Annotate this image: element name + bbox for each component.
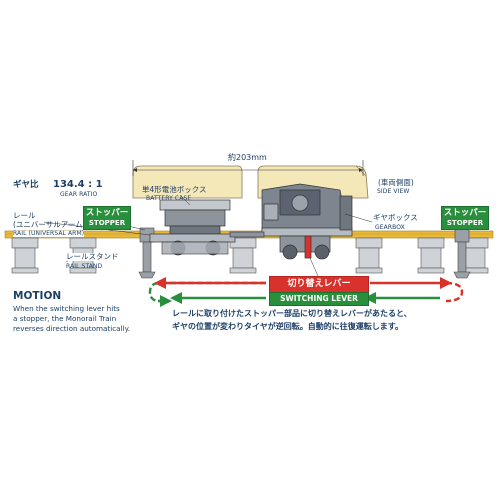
battery-case-part [149,199,236,256]
switching-lever-label-en: SWITCHING LEVER [269,292,369,306]
stopper-left-tag: ストッパー STOPPER [83,206,131,230]
gearbox-label-en: GEARBOX [375,224,405,231]
rail-stand-label-en: RAIL STAND [66,263,103,270]
rail-stand [355,237,383,274]
rail-stand [417,237,445,274]
rail-stand [11,237,39,274]
stopper-right-label-jp: ストッパー [443,208,487,218]
dimension-label: 約203mm [228,153,267,162]
motion-arrows [148,277,464,307]
gearbox-label-jp: ギヤボックス [373,213,418,222]
stopper-right-label-en: STOPPER [446,218,484,227]
gearbox-part [261,183,353,260]
gear-ratio-label-en: GEAR RATIO [60,191,98,198]
battery-case-label-jp: 単4形電池ボックス [142,185,207,194]
rail-stand [229,237,257,274]
stopper-right-part [453,227,471,279]
side-view-label-jp: (車両側面) [378,178,414,187]
dimension-line [132,160,364,176]
motion-line: a stopper, the Monorail Train [13,314,117,323]
rail-stand [461,237,489,274]
coupling-bar [229,231,265,238]
side-view-label-en: SIDE VIEW [377,188,410,195]
motion-line: When the switching lever hits [13,304,120,313]
stopper-left-label-jp: ストッパー [85,208,129,218]
motion-line: reverses direction automatically. [13,324,131,333]
motion-title: MOTION [13,290,62,302]
rail-label-en: RAIL (UNIVERSAL ARM) [13,230,85,237]
rail-stand-label-jp: レールスタンド [66,252,119,261]
battery-case-label-en: BATTERY CASE [146,195,192,202]
description-jp-line: レールに取り付けたストッパー部品に切り替えレバーがあたると、 [172,309,412,318]
rail-stands [11,237,489,274]
description-jp-line: ギヤの位置が変わりタイヤが逆回転。自動的に往復運転します。 [172,322,403,331]
stopper-left-label-en: STOPPER [88,218,126,227]
gear-ratio-value: 134.4 : 1 [53,179,103,190]
rail-label-jp2: (ユニバーサルアーム) [13,220,86,229]
switching-lever-label-jp: 切り替えレバー [269,276,369,293]
stopper-right-tag: ストッパー STOPPER [441,206,489,230]
rail-label-jp: レール [13,211,36,220]
gear-ratio-label-jp: ギヤ比 [13,180,39,190]
